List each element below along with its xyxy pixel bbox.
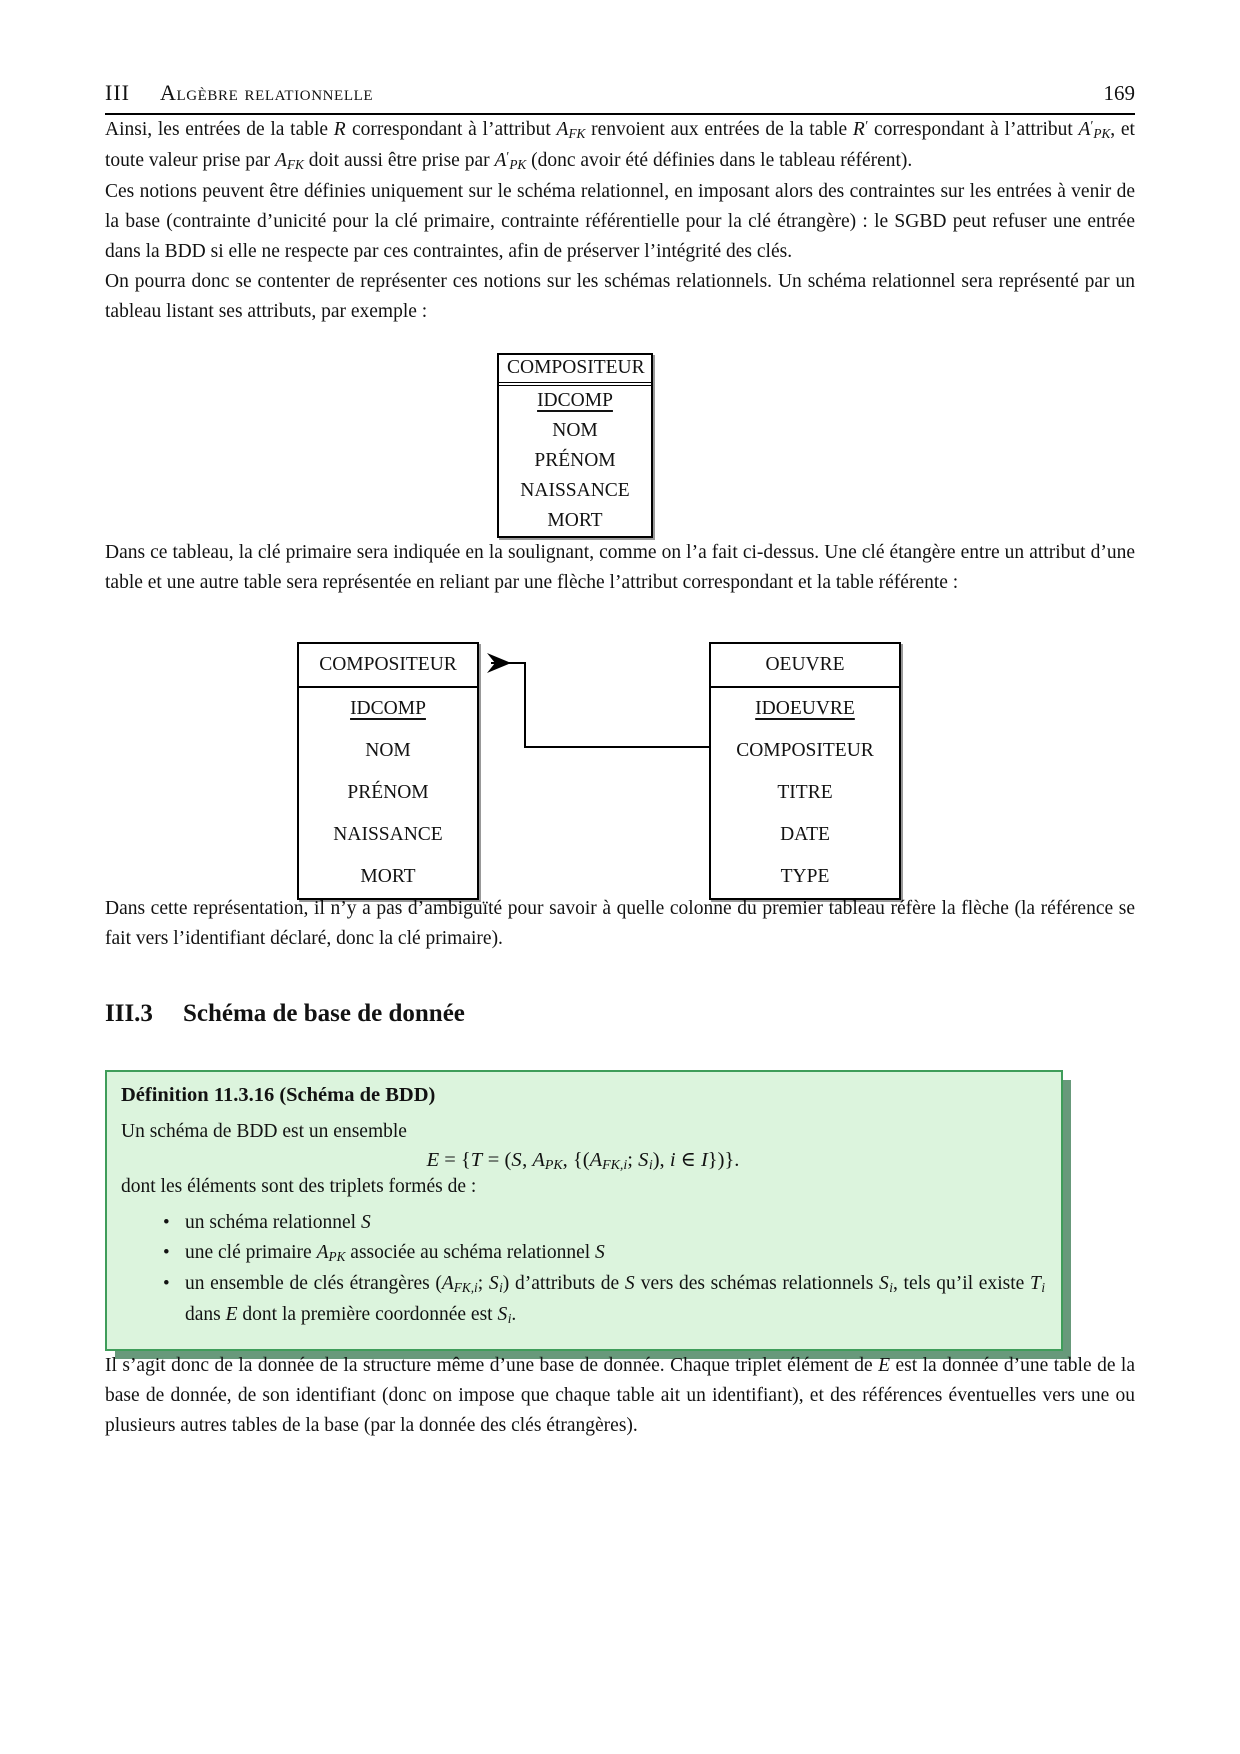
schema-table-compositeur: COMPOSITEUR IDCOMP NOM PRÉNOM NAISSANCE … (497, 353, 653, 538)
running-header: III Algèbre relationnelle 169 (105, 0, 1135, 106)
attribute-naissance: NAISSANCE (520, 480, 630, 501)
definition-bullet-primary-key: une clé primaire APK associée au schéma … (163, 1238, 1045, 1269)
attribute-mort: MORT (360, 866, 416, 887)
schema-table-oeuvre: OEUVRE IDOEUVRE COMPOSITEUR TITRE DATE T… (709, 642, 901, 900)
attribute-nom: NOM (552, 420, 598, 441)
paragraph-no-ambiguity: Dans cette représentation, il n’y a pas … (105, 898, 1135, 949)
definition-bullet-foreign-keys: un ensemble de clés étrangères (AFK,i; S… (163, 1269, 1045, 1331)
chapter-section-number: III (105, 80, 130, 105)
attribute-naissance: NAISSANCE (333, 824, 443, 845)
figure-foreign-key-diagram: COMPOSITEUR IDCOMP NOM PRÉNOM NAISSANCE … (105, 642, 1135, 900)
paragraph-conclusion: Il s’agit donc de la donnée de la struct… (105, 1355, 1135, 1436)
paragraph-foreign-key-intro: Ainsi, les entrées de la table R corresp… (105, 117, 1135, 173)
schema-table-title: COMPOSITEUR (299, 644, 477, 688)
attribute-nom: NOM (365, 740, 411, 761)
paragraph-schema-representation: On pourra donc se contenter de représent… (105, 271, 1135, 322)
subsection-title: Schéma de base de donnée (182, 1000, 465, 1027)
attribute-mort: MORT (547, 510, 603, 531)
subsection-heading: III.3 Schéma de base de donnée (105, 1000, 1135, 1028)
attribute-titre: TITRE (777, 782, 833, 803)
definition-bullet-list: un schéma relationnel S une clé primaire… (121, 1208, 1045, 1331)
page-number: 169 (1103, 81, 1136, 105)
attribute-idoeuvre-primary-key: IDOEUVRE (755, 698, 855, 719)
attribute-type: TYPE (780, 866, 830, 887)
definition-title: Définition 11.3.16 (Schéma de BDD) (121, 1084, 436, 1106)
schema-table-compositeur-left: COMPOSITEUR IDCOMP NOM PRÉNOM NAISSANCE … (297, 642, 479, 900)
attribute-date: DATE (780, 824, 830, 845)
chapter-section-title: Algèbre relationnelle (159, 80, 374, 105)
schema-table-title: OEUVRE (711, 644, 899, 688)
definition-intro: Un schéma de BDD est un ensemble (121, 1121, 407, 1142)
definition-box: Définition 11.3.16 (Schéma de BDD) Un sc… (105, 1070, 1063, 1351)
running-header-left: III Algèbre relationnelle (105, 80, 373, 106)
definition-formula: E = {T = (S, APK, {(AFK,i; Si), i ∈ I})}… (426, 1149, 740, 1174)
paragraph-constraints: Ces notions peuvent être définies unique… (105, 181, 1135, 262)
attribute-prenom: PRÉNOM (347, 782, 429, 803)
foreign-key-arrow (487, 653, 709, 748)
attribute-idcomp-primary-key: IDCOMP (350, 698, 426, 719)
figure-schema-table: COMPOSITEUR IDCOMP NOM PRÉNOM NAISSANCE … (105, 353, 1135, 538)
definition-outro: dont les éléments sont des triplets form… (121, 1176, 477, 1197)
subsection-number: III.3 (105, 1000, 153, 1027)
attribute-compositeur-foreign-key: COMPOSITEUR (736, 740, 874, 761)
paragraph-primary-key-underline: Dans ce tableau, la clé primaire sera in… (105, 542, 1135, 593)
attribute-idcomp-primary-key: IDCOMP (537, 390, 613, 411)
header-rule (105, 113, 1135, 115)
schema-table-title: COMPOSITEUR (499, 355, 651, 386)
attribute-prenom: PRÉNOM (534, 450, 616, 471)
document-page: III Algèbre relationnelle 169 Ainsi, les… (0, 0, 1240, 1441)
definition-bullet-schema: un schéma relationnel S (163, 1208, 1045, 1238)
